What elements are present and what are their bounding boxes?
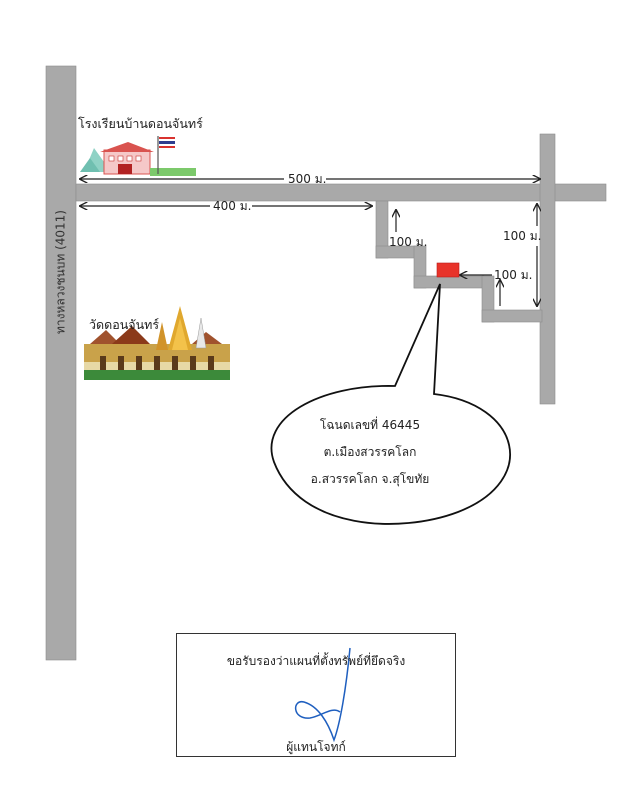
distance-label-500m: 500 ม. [288,172,327,186]
certification-statement: ขอรับรองว่าแผนที่ตั้งทรัพย์ที่ยึดจริง [226,654,406,668]
distance-label-right-branch: 100 ม. [503,229,542,243]
property-marker [436,262,460,278]
callout-bubble [270,283,511,525]
temple-illustration [84,306,230,380]
distance-label-plot-gap: 100 ม. [494,268,533,282]
highway-4011-road [45,65,77,661]
temple-label: วัดดอนจันทร์ [89,317,160,332]
highway-label: ทางหลวงชนบท (4011) [53,210,68,334]
school-label: โรงเรียนบ้านดอนจันทร์ [78,116,203,131]
road-network [45,65,607,661]
right-vertical-road [539,133,556,405]
distance-arrows [80,179,540,306]
school-illustration [80,136,196,176]
top-horizontal-road [75,183,607,202]
callout-text: โฉนดเลขที่ 46445 ต.เมืองสวรรคโลก อ.สวรรค… [300,412,440,493]
signer-label: ผู้แทนโจทก์ [286,740,346,754]
distance-label-400m: 400 ม. [213,199,252,213]
subdistrict: ต.เมืองสวรรคโลก [323,445,417,459]
deed-number: โฉนดเลขที่ 46445 [319,418,421,432]
highway-label-container: ทางหลวงชนบท (4011) [46,210,76,334]
district-province: อ.สวรรคโลก จ.สุโขทัย [310,472,430,486]
certification-box: ขอรับรองว่าแผนที่ตั้งทรัพย์ที่ยึดจริง ผู… [176,633,456,757]
branch-road-segment-4 [413,275,485,289]
signature-scribble [295,647,351,743]
branch-road-segment-6 [481,309,543,323]
distance-label-left-branch: 100 ม. [389,235,428,249]
